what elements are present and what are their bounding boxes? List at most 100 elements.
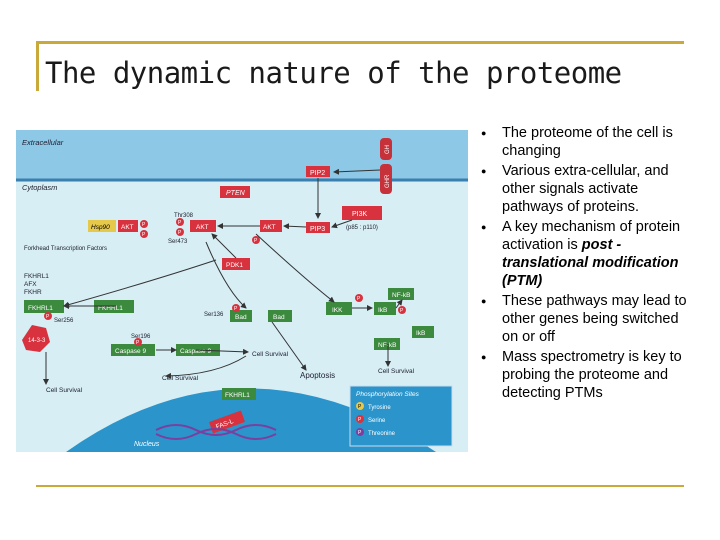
bullet-text: The proteome of the cell is changing bbox=[502, 125, 673, 159]
ser256-label: Ser256 bbox=[54, 318, 74, 324]
bullet-dot-icon: ● bbox=[481, 352, 487, 362]
akt-label-3: AKT bbox=[263, 224, 276, 231]
akt-node-3 bbox=[260, 220, 282, 232]
ikb-label-1: IkB bbox=[378, 307, 387, 314]
bullet-dot-icon: ● bbox=[481, 166, 487, 176]
bullet-text: Mass spectrometry is key to probing the … bbox=[502, 349, 682, 401]
bullet-item: ● A key mechanism of protein activation … bbox=[478, 218, 688, 290]
pathway-arrows bbox=[43, 168, 403, 385]
forkhead-label: Forkhead Transcription Factors bbox=[24, 246, 107, 252]
thr308-label: Thr308 bbox=[174, 213, 194, 219]
cell-survival-label-4: Cell Survival bbox=[46, 387, 83, 394]
fkhrl1-label-1: FKHRL1 bbox=[28, 305, 53, 312]
gh-node bbox=[380, 138, 392, 160]
pi3k-node bbox=[342, 206, 382, 220]
caspase9-label-2: Caspase 9 bbox=[180, 348, 211, 355]
signaling-pathway-diagram: Extracellular Cytoplasm Nucleus GH GHR P… bbox=[16, 130, 468, 452]
phospho-legend-title: Phosphorylation Sites bbox=[356, 391, 420, 398]
svg-text:P: P bbox=[142, 222, 146, 228]
svg-text:P: P bbox=[234, 306, 238, 312]
gh-label: GH bbox=[385, 145, 391, 154]
nfkb-node-1 bbox=[388, 288, 414, 300]
svg-text:P: P bbox=[136, 340, 140, 346]
ser196-label: Ser196 bbox=[131, 334, 151, 340]
bullet-item: ● These pathways may lead to other genes… bbox=[478, 292, 688, 346]
bullet-text: Various extra-cellular, and other signal… bbox=[502, 163, 669, 215]
fkhrl1-nucleus-node bbox=[222, 388, 256, 400]
akt-label-2: AKT bbox=[196, 224, 209, 231]
cell-survival-label-3: Cell Survival bbox=[162, 375, 199, 382]
nfkb-label-2: NF-kB bbox=[378, 342, 396, 349]
caspase9-node-1 bbox=[111, 344, 155, 356]
pdk1-node bbox=[222, 258, 250, 270]
apoptosis-label: Apoptosis bbox=[300, 371, 335, 380]
title-frame-top bbox=[36, 41, 684, 44]
fkhrl1-nucleus-label: FKHRL1 bbox=[225, 392, 250, 399]
svg-text:P: P bbox=[357, 296, 361, 302]
cell-survival-label-1: Cell Survival bbox=[378, 368, 415, 375]
fkhrl1-label-2: FKHRL1 bbox=[98, 305, 123, 312]
dna-strand bbox=[155, 424, 277, 436]
akt-node-1 bbox=[118, 220, 138, 232]
svg-text:P: P bbox=[142, 232, 146, 238]
ikk-node bbox=[326, 302, 352, 315]
pi3k-label: PI3K bbox=[352, 211, 368, 218]
bullet-text: A key mechanism of protein activation is… bbox=[502, 219, 680, 289]
bullet-text-emphasis: post -translational modification (PTM) bbox=[502, 237, 679, 289]
fkhrl1-node-1 bbox=[24, 300, 64, 313]
svg-text:P: P bbox=[46, 314, 50, 320]
ser473-label: Ser473 bbox=[168, 239, 188, 245]
cytoplasm-label: Cytoplasm bbox=[22, 183, 57, 192]
pten-label: PTEN bbox=[226, 190, 246, 197]
pip3-node bbox=[306, 222, 330, 233]
pip2-node bbox=[306, 166, 330, 177]
bullet-dot-icon: ● bbox=[481, 128, 487, 138]
svg-text:P: P bbox=[358, 430, 362, 436]
phospho-legend bbox=[349, 385, 453, 447]
extracellular-area bbox=[16, 130, 468, 180]
akt-node-2 bbox=[190, 220, 216, 232]
fkhrl1-ax-label: FKHRL1 bbox=[24, 273, 49, 280]
bullet-dot-icon: ● bbox=[481, 222, 487, 232]
svg-text:P: P bbox=[254, 238, 258, 244]
pip3-label: PIP3 bbox=[310, 226, 325, 233]
title-frame-left bbox=[36, 41, 39, 91]
svg-text:P: P bbox=[178, 230, 182, 236]
ikb-node-2 bbox=[412, 326, 434, 338]
cell-survival-label-2: Cell Survival bbox=[252, 351, 289, 358]
bad-node-2 bbox=[268, 310, 292, 322]
ser136-label: Ser136 bbox=[204, 312, 224, 318]
akt-label-1: AKT bbox=[121, 224, 134, 231]
bullet-text: These pathways may lead to other genes b… bbox=[502, 293, 687, 345]
legend-serine: Serine bbox=[368, 418, 386, 424]
p85-label: (p85 : p110) bbox=[346, 225, 378, 231]
legend-tyrosine: Tyrosine bbox=[368, 405, 391, 411]
bad-node-1 bbox=[230, 310, 252, 322]
caspase9-label-1: Caspase 9 bbox=[115, 348, 146, 355]
nfkb-label-1: NF-kB bbox=[392, 292, 410, 299]
bullet-item: ● The proteome of the cell is changing bbox=[478, 124, 688, 160]
ikb-label-2: IkB bbox=[416, 330, 425, 337]
pdk1-label: PDK1 bbox=[226, 262, 243, 269]
p1433-node bbox=[22, 325, 50, 352]
bad-label-1: Bad bbox=[235, 314, 247, 321]
svg-text:P: P bbox=[358, 417, 362, 423]
afx-label: AFX bbox=[24, 281, 37, 288]
svg-text:P: P bbox=[400, 308, 404, 314]
ikk-label: IKK bbox=[332, 307, 343, 314]
legend-threonine: Threonine bbox=[368, 431, 396, 437]
p1433-label: 14-3-3 bbox=[28, 338, 46, 344]
bullet-text-plain: A key mechanism of protein activation is bbox=[502, 219, 681, 253]
bullet-list: ● The proteome of the cell is changing ●… bbox=[478, 124, 688, 404]
nucleus-label: Nucleus bbox=[134, 441, 160, 448]
slide-title: The dynamic nature of the proteome bbox=[45, 56, 622, 90]
svg-text:P: P bbox=[178, 220, 182, 226]
bullet-item: ● Mass spectrometry is key to probing th… bbox=[478, 348, 688, 402]
footer-rule bbox=[36, 485, 684, 487]
nfkb-node-2 bbox=[374, 338, 400, 350]
hsp90-node bbox=[88, 220, 116, 232]
fkhr-label: FKHR bbox=[24, 289, 42, 296]
extracellular-label: Extracellular bbox=[22, 138, 64, 147]
svg-text:P: P bbox=[358, 404, 362, 410]
ghr-label: GHR bbox=[385, 174, 391, 188]
